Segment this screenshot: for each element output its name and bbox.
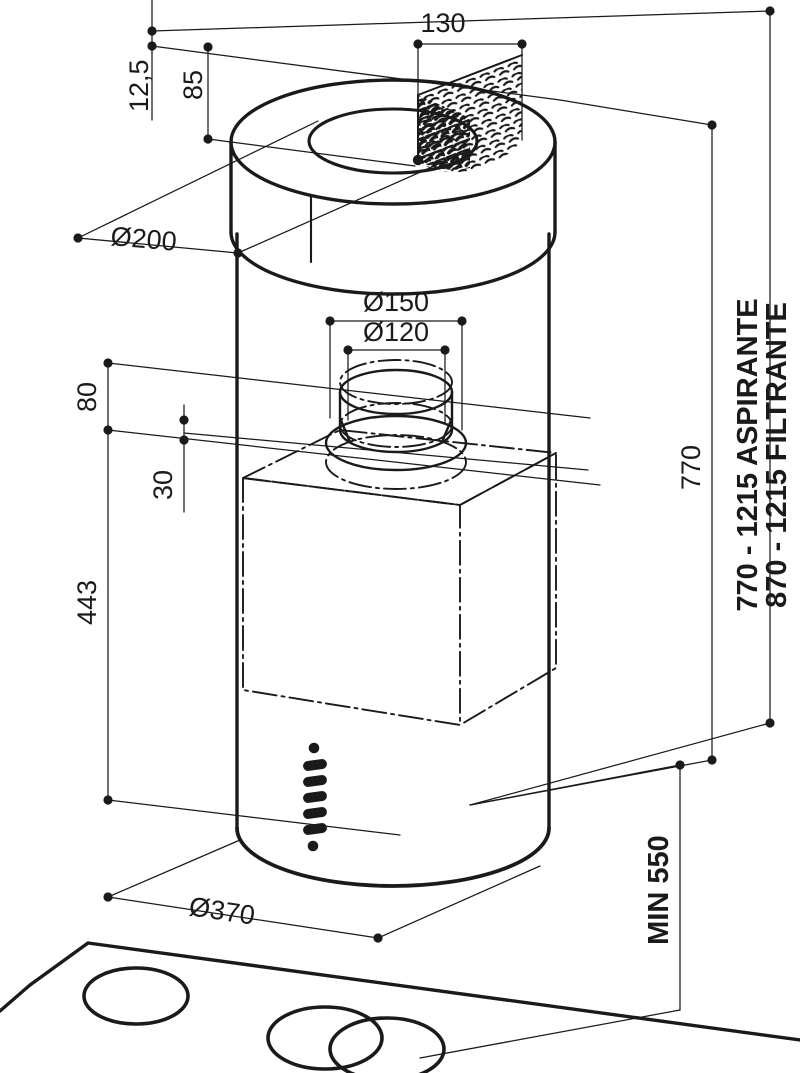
dim-label-filtrante: 870 - 1215 FILTRANTE bbox=[761, 302, 793, 608]
led-indicator-bottom bbox=[307, 840, 319, 852]
burner-center bbox=[266, 1005, 384, 1071]
dim-label-min550: MIN 550 bbox=[643, 835, 675, 945]
dimension-lines bbox=[77, 0, 771, 1059]
dim-label-d120: Ø120 bbox=[363, 317, 429, 347]
dim-label-80: 80 bbox=[72, 382, 102, 412]
led-indicator-top bbox=[308, 742, 320, 754]
cooktop-surface bbox=[0, 941, 800, 1042]
main-body-cylinder bbox=[235, 232, 551, 888]
control-panel-buttons bbox=[303, 742, 327, 852]
dim-label-30: 30 bbox=[148, 470, 178, 500]
cooktop-burners bbox=[82, 966, 446, 1073]
dim-label-12-5: 12,5 bbox=[124, 59, 154, 112]
dim-label-d150: Ø150 bbox=[363, 287, 429, 317]
dim-label-d370: Ø370 bbox=[187, 891, 257, 930]
hidden-motor-housing bbox=[242, 429, 557, 726]
dim-label-770: 770 bbox=[676, 445, 706, 490]
duct-connector-hidden-edges bbox=[325, 359, 467, 490]
dim-label-85: 85 bbox=[178, 70, 208, 100]
burner-right bbox=[328, 1016, 446, 1073]
burner-left bbox=[82, 966, 190, 1026]
dim-label-aspirante: 770 - 1215 ASPIRANTE bbox=[732, 298, 764, 611]
dim-label-d200: Ø200 bbox=[109, 221, 177, 257]
dim-label-130: 130 bbox=[420, 8, 465, 38]
dim-label-443: 443 bbox=[72, 580, 102, 625]
